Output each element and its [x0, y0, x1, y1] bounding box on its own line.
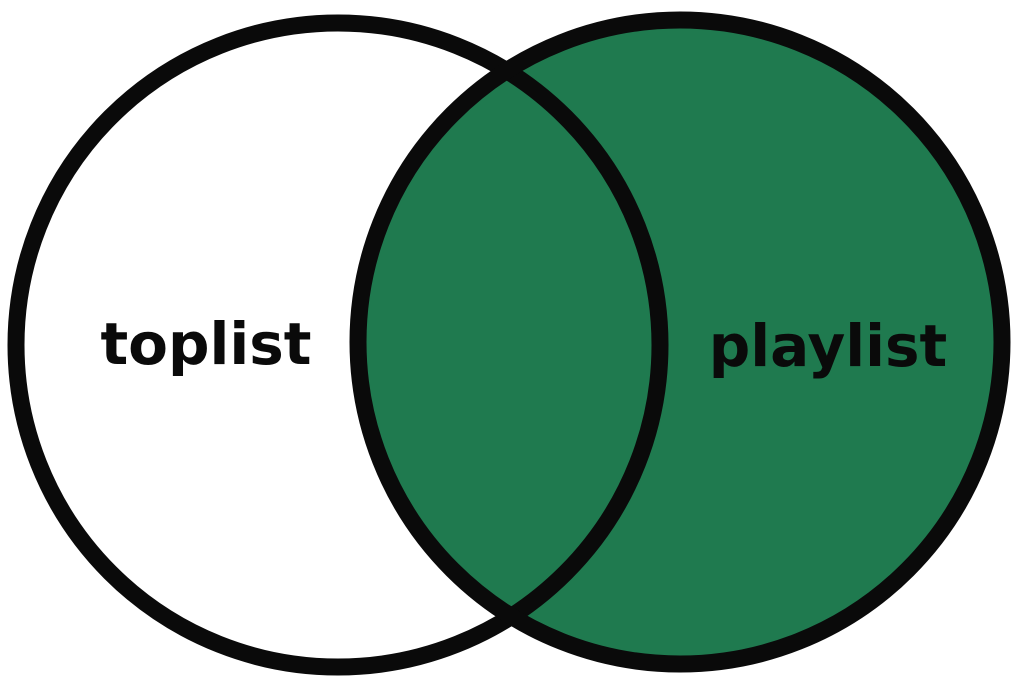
toplist-label: toplist [100, 310, 311, 378]
playlist-label: playlist [709, 312, 948, 380]
playlist-circle-outline [349, 11, 1011, 673]
toplist-circle-outline [7, 14, 669, 676]
intersection-region [358, 23, 660, 664]
